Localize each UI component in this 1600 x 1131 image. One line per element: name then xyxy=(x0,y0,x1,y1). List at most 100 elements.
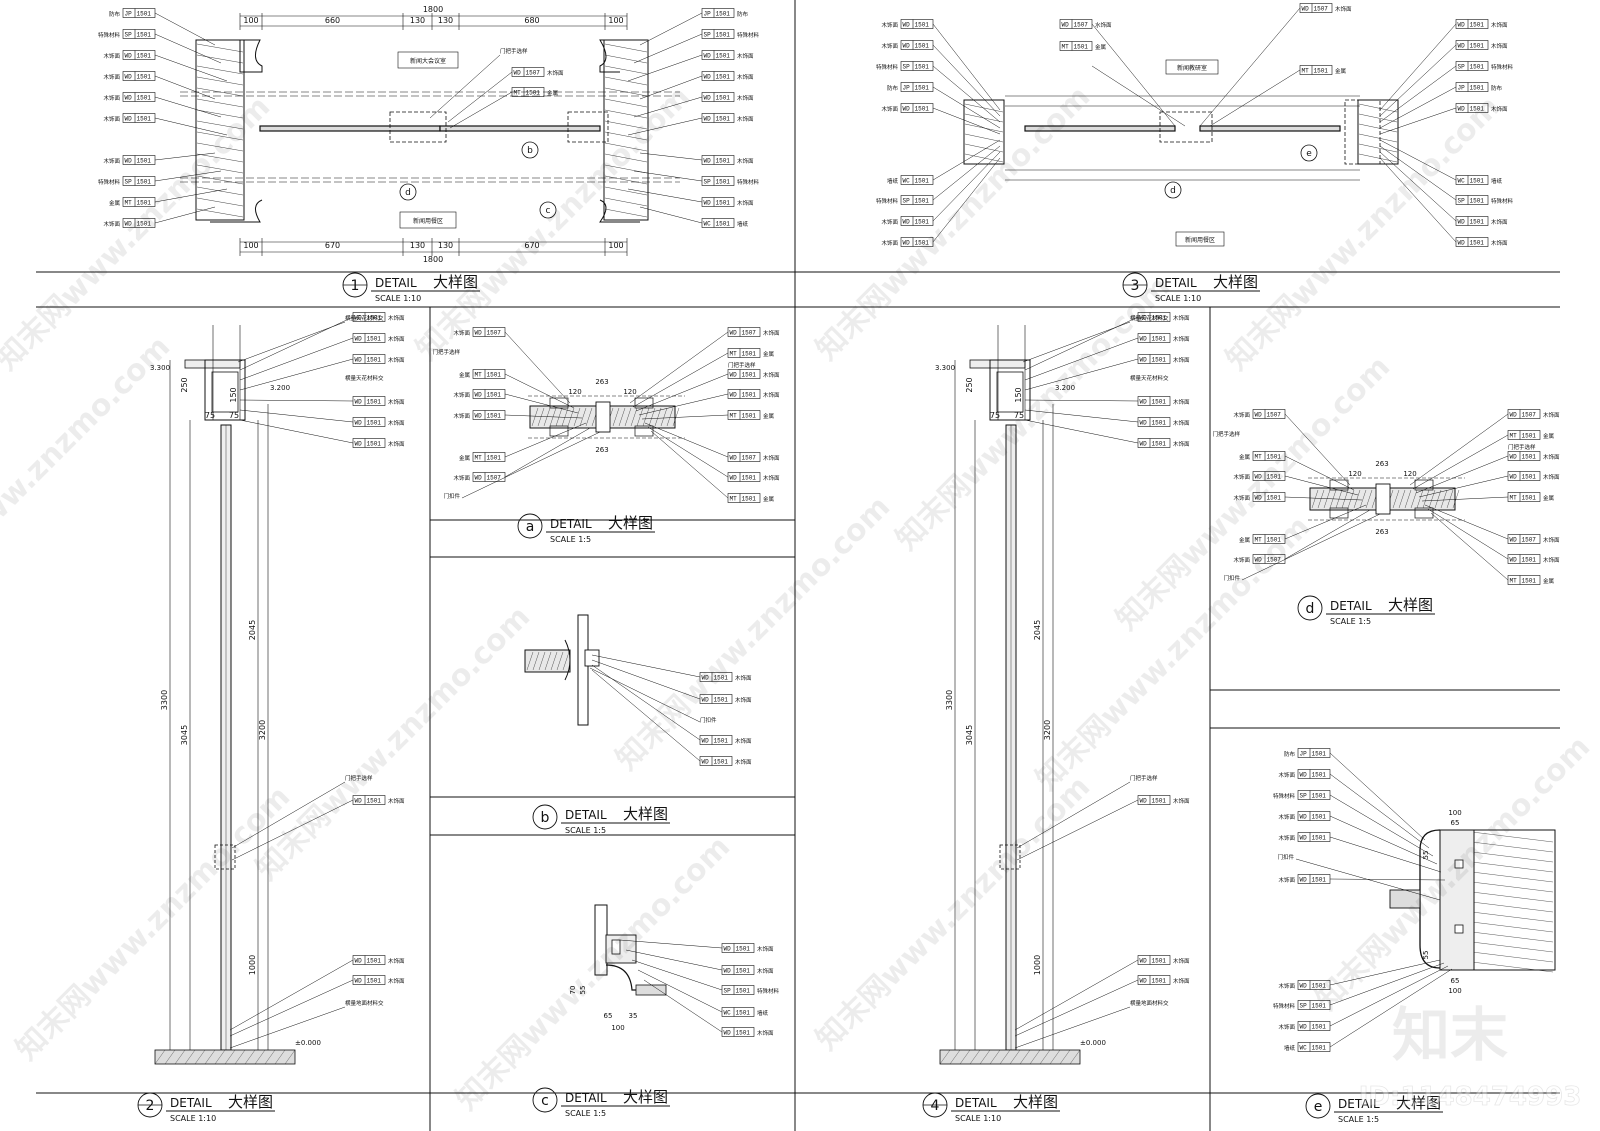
material-name: 木饰面 xyxy=(1173,957,1190,965)
dim-text: 2045 xyxy=(248,620,257,640)
material-name: 木饰面 xyxy=(881,105,898,113)
material-number: 1507 xyxy=(742,330,757,337)
material-tag-box xyxy=(701,218,735,228)
material-number: 1501 xyxy=(714,738,729,745)
level-text: 3.300 xyxy=(150,364,170,372)
leader-line xyxy=(619,939,723,949)
sheet-grid xyxy=(36,0,1560,1131)
material-code: WD xyxy=(730,392,738,399)
wall-hatch xyxy=(964,133,1004,143)
material-number: 1501 xyxy=(1312,983,1327,990)
section-id: b xyxy=(527,146,533,156)
note-text: 门把手选样 xyxy=(1212,430,1240,438)
leader-line xyxy=(239,419,354,444)
dim-total: 1800 xyxy=(423,5,443,14)
material-number: 1501 xyxy=(716,74,731,81)
leader-line xyxy=(429,54,501,119)
wall-hatch xyxy=(1471,871,1554,883)
material-tag-box xyxy=(699,756,733,766)
handle-right xyxy=(634,425,654,437)
material-tag-box xyxy=(1507,409,1541,419)
dim-text: 1000 xyxy=(1033,955,1042,975)
leader-line xyxy=(154,206,216,224)
material-number: 1501 xyxy=(1470,178,1485,185)
material-number: 1501 xyxy=(915,64,930,71)
leaf-hatch xyxy=(1365,489,1373,509)
leaf-hatch xyxy=(1422,489,1430,509)
material-number: 1501 xyxy=(367,336,382,343)
material-tag-box xyxy=(1297,1000,1331,1010)
leader-line xyxy=(1412,434,1509,490)
leader-line xyxy=(1016,781,1131,849)
level-text: ±0.000 xyxy=(1080,1039,1106,1047)
room-name: 新闻用餐区 xyxy=(1185,236,1215,244)
floor-hatch xyxy=(244,1049,256,1065)
dim-text: 1000 xyxy=(248,955,257,975)
dim-text: 75 xyxy=(229,411,239,420)
material-name: 防布 xyxy=(1491,84,1503,92)
material-tag-box xyxy=(352,417,386,427)
detail-id: e xyxy=(1314,1099,1323,1115)
material-code: WD xyxy=(1302,6,1310,13)
material-number: 1501 xyxy=(1522,578,1537,585)
material-name: 木饰面 xyxy=(103,52,120,60)
material-number: 1501 xyxy=(714,759,729,766)
material-number: 1501 xyxy=(1267,537,1282,544)
detail-label: DETAIL xyxy=(550,517,592,531)
detail-scale: SCALE 1:10 xyxy=(1155,294,1201,303)
material-tag-box xyxy=(721,985,755,995)
material-tag-box xyxy=(721,943,755,953)
material-name: 金属 xyxy=(109,199,120,207)
leader-line xyxy=(1014,959,1139,1031)
material-code: WD xyxy=(1510,454,1518,461)
detail-title-cn: 大样图 xyxy=(228,1093,273,1111)
material-code: MT xyxy=(730,413,738,420)
material-name: 木饰面 xyxy=(737,115,754,123)
material-tag-box xyxy=(1137,312,1171,322)
handle-dashed xyxy=(999,844,1021,870)
material-number: 1501 xyxy=(716,53,731,60)
material-name: 木饰面 xyxy=(757,1029,774,1037)
wall-hatch xyxy=(196,197,244,207)
material-number: 1501 xyxy=(716,158,731,165)
material-name: 特殊材料 xyxy=(1491,63,1514,71)
note-text: 横量天花材料交 xyxy=(345,374,384,382)
material-code: WD xyxy=(704,74,712,81)
dim-text: 263 xyxy=(1375,460,1388,468)
floor-hatch xyxy=(969,1049,981,1065)
wall-hatch xyxy=(1471,931,1554,943)
detail-bubble xyxy=(517,513,543,539)
leader-line xyxy=(932,157,1001,243)
material-tag-box xyxy=(511,67,545,77)
section-bubble xyxy=(539,201,557,219)
material-code: WD xyxy=(1458,43,1466,50)
detail-id: 4 xyxy=(931,1098,940,1114)
material-tag-box xyxy=(1252,409,1286,419)
plan-3 xyxy=(963,59,1399,247)
material-number: 1501 xyxy=(367,798,382,805)
material-tag-box xyxy=(1507,492,1541,502)
dim-text: 263 xyxy=(1375,528,1388,536)
watermark-text: 知末网www.znzmo.com xyxy=(609,489,897,777)
floor-slab xyxy=(939,1049,1081,1065)
wall-hatch xyxy=(1358,123,1398,133)
material-tag-box xyxy=(1137,955,1171,965)
material-tag-box xyxy=(122,29,156,39)
material-code: WD xyxy=(475,413,483,420)
floor-slab xyxy=(154,1049,296,1065)
leaf-hatch xyxy=(654,407,662,427)
material-name: 木饰面 xyxy=(1335,5,1352,13)
material-code: WD xyxy=(724,968,732,975)
room-tag-box xyxy=(399,211,457,229)
material-number: 1501 xyxy=(915,178,930,185)
note-text: 门扣件 xyxy=(443,492,460,500)
dim-text: 55 xyxy=(579,986,587,995)
material-tag-box xyxy=(1455,103,1489,113)
leader-line xyxy=(154,96,222,118)
